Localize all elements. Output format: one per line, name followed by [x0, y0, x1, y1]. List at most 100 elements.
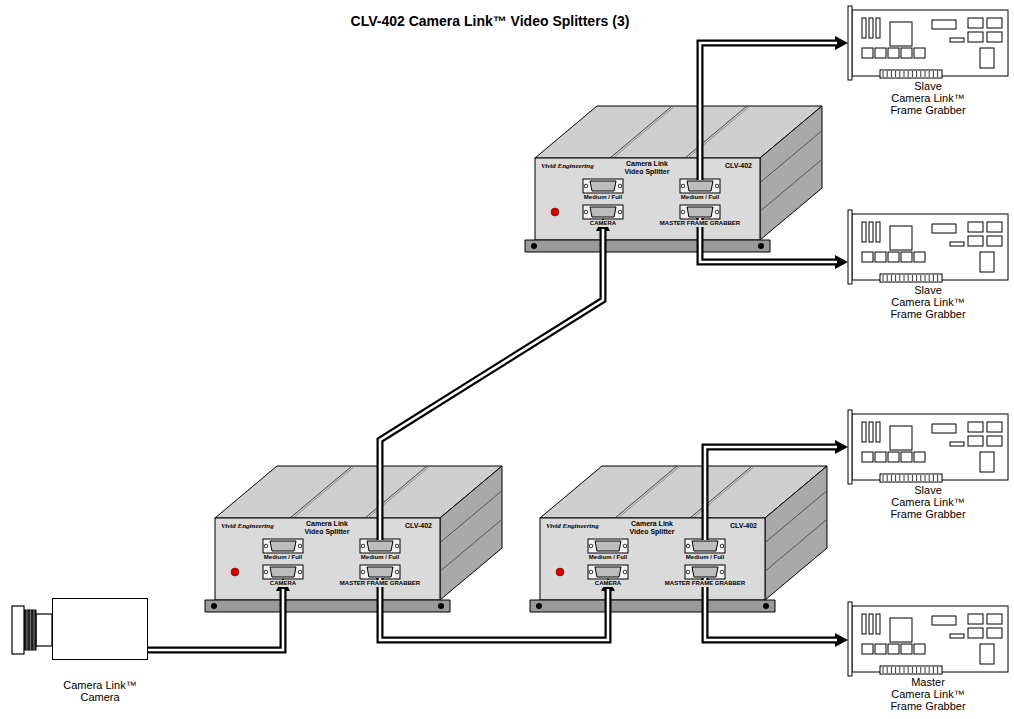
chip: [869, 422, 873, 442]
connector-screw: [584, 210, 588, 214]
power-led: [231, 568, 239, 576]
circuit-board: [852, 606, 1008, 672]
connector-screw: [618, 210, 622, 214]
chip: [869, 222, 873, 242]
chip: [987, 236, 1002, 246]
edge-connector: [880, 666, 942, 674]
edge-finger: [929, 475, 930, 481]
chip: [987, 18, 1002, 28]
model-number: CLV-402: [730, 522, 757, 529]
chip: [888, 452, 899, 462]
maker-name: Vivid Engineering: [541, 162, 594, 170]
connector-shell: [687, 181, 713, 191]
connector-screw: [623, 570, 627, 574]
connector-shell: [687, 207, 713, 217]
connector-plate: [685, 565, 725, 579]
cable-inner: [380, 578, 608, 640]
frame-grabber-card: [848, 602, 1008, 676]
splitter-housing: [205, 466, 502, 612]
cable-outer: [700, 43, 837, 180]
chip: [890, 22, 912, 46]
frame-grabber-card: [848, 410, 1008, 484]
edge-finger: [899, 475, 900, 481]
housing-rib: [690, 466, 752, 518]
port-label: Medium / Full: [588, 554, 628, 561]
housing-groove: [765, 519, 827, 571]
maker-name: Vivid Engineering: [546, 522, 599, 530]
front-panel: [215, 518, 440, 600]
mounting-hole: [531, 243, 537, 249]
edge-finger: [920, 667, 921, 673]
connector-plate: [360, 565, 400, 579]
device-label: Camera Link™ Frame Grabber: [882, 296, 974, 320]
edge-finger: [887, 475, 888, 481]
chip: [862, 422, 866, 442]
port-label: Medium / Full: [583, 194, 623, 201]
splitter-front: Vivid EngineeringCamera Link Video Split…: [215, 518, 440, 600]
video-cable: [380, 218, 610, 540]
chip: [950, 38, 964, 42]
front-panel: [535, 158, 760, 240]
maker-name: Vivid Engineering: [221, 522, 274, 530]
chip: [901, 252, 912, 262]
edge-finger: [899, 667, 900, 673]
chip: [987, 614, 1002, 624]
chip: [968, 222, 983, 232]
chip: [888, 252, 899, 262]
edge-finger: [883, 275, 884, 281]
lens-barrel: [24, 610, 36, 650]
device-label: Slave: [882, 80, 974, 92]
card-bracket: [848, 6, 852, 80]
edge-finger: [916, 475, 917, 481]
housing-side: [440, 466, 502, 600]
connector-screw: [686, 570, 690, 574]
frame-grabber: MasterCamera Link™ Frame Grabber: [848, 606, 1008, 672]
edge-connector: [880, 474, 942, 482]
edge-finger: [916, 71, 917, 77]
frame-grabber: SlaveCamera Link™ Frame Grabber: [848, 10, 1008, 76]
connector-screw: [361, 570, 365, 574]
chip: [980, 252, 994, 272]
edge-finger: [929, 71, 930, 77]
chip: [862, 222, 866, 242]
chip: [968, 628, 983, 638]
connector-screw: [686, 544, 690, 548]
caption-block: SlaveCamera Link™ Frame Grabber: [882, 484, 974, 520]
connector-plate: [680, 205, 720, 219]
edge-finger: [895, 71, 896, 77]
housing-side: [765, 466, 827, 600]
chip: [980, 452, 994, 472]
frame-grabber: SlaveCamera Link™ Frame Grabber: [848, 414, 1008, 480]
cable-outer: [380, 229, 603, 540]
cable-inner: [705, 578, 837, 640]
connector-shell: [595, 541, 621, 551]
housing-rib: [290, 466, 352, 518]
circuit-board: [852, 214, 1008, 280]
chip: [901, 452, 912, 462]
chip: [876, 422, 880, 442]
chip: [932, 20, 956, 29]
edge-connector: [880, 70, 942, 78]
housing-groove: [760, 159, 822, 211]
power-led: [556, 568, 564, 576]
edge-finger: [908, 275, 909, 281]
edge-finger: [937, 667, 938, 673]
splitter-front: Vivid EngineeringCamera Link Video Split…: [540, 518, 765, 600]
chip: [869, 18, 873, 38]
mounting-hole: [438, 603, 444, 609]
connector-shell: [692, 541, 718, 551]
connector-screw: [298, 544, 302, 548]
chip: [968, 18, 983, 28]
mounting-flange: [205, 600, 450, 612]
edge-finger: [891, 667, 892, 673]
chip: [968, 32, 983, 42]
connector-screw: [589, 570, 593, 574]
connector-screw: [720, 570, 724, 574]
chip: [876, 222, 880, 242]
power-led: [551, 208, 559, 216]
mounting-flange: [530, 600, 775, 612]
chip: [862, 18, 866, 38]
port-label: Medium / Full: [685, 554, 725, 561]
housing-side: [760, 106, 822, 240]
video-cable: [380, 578, 615, 640]
